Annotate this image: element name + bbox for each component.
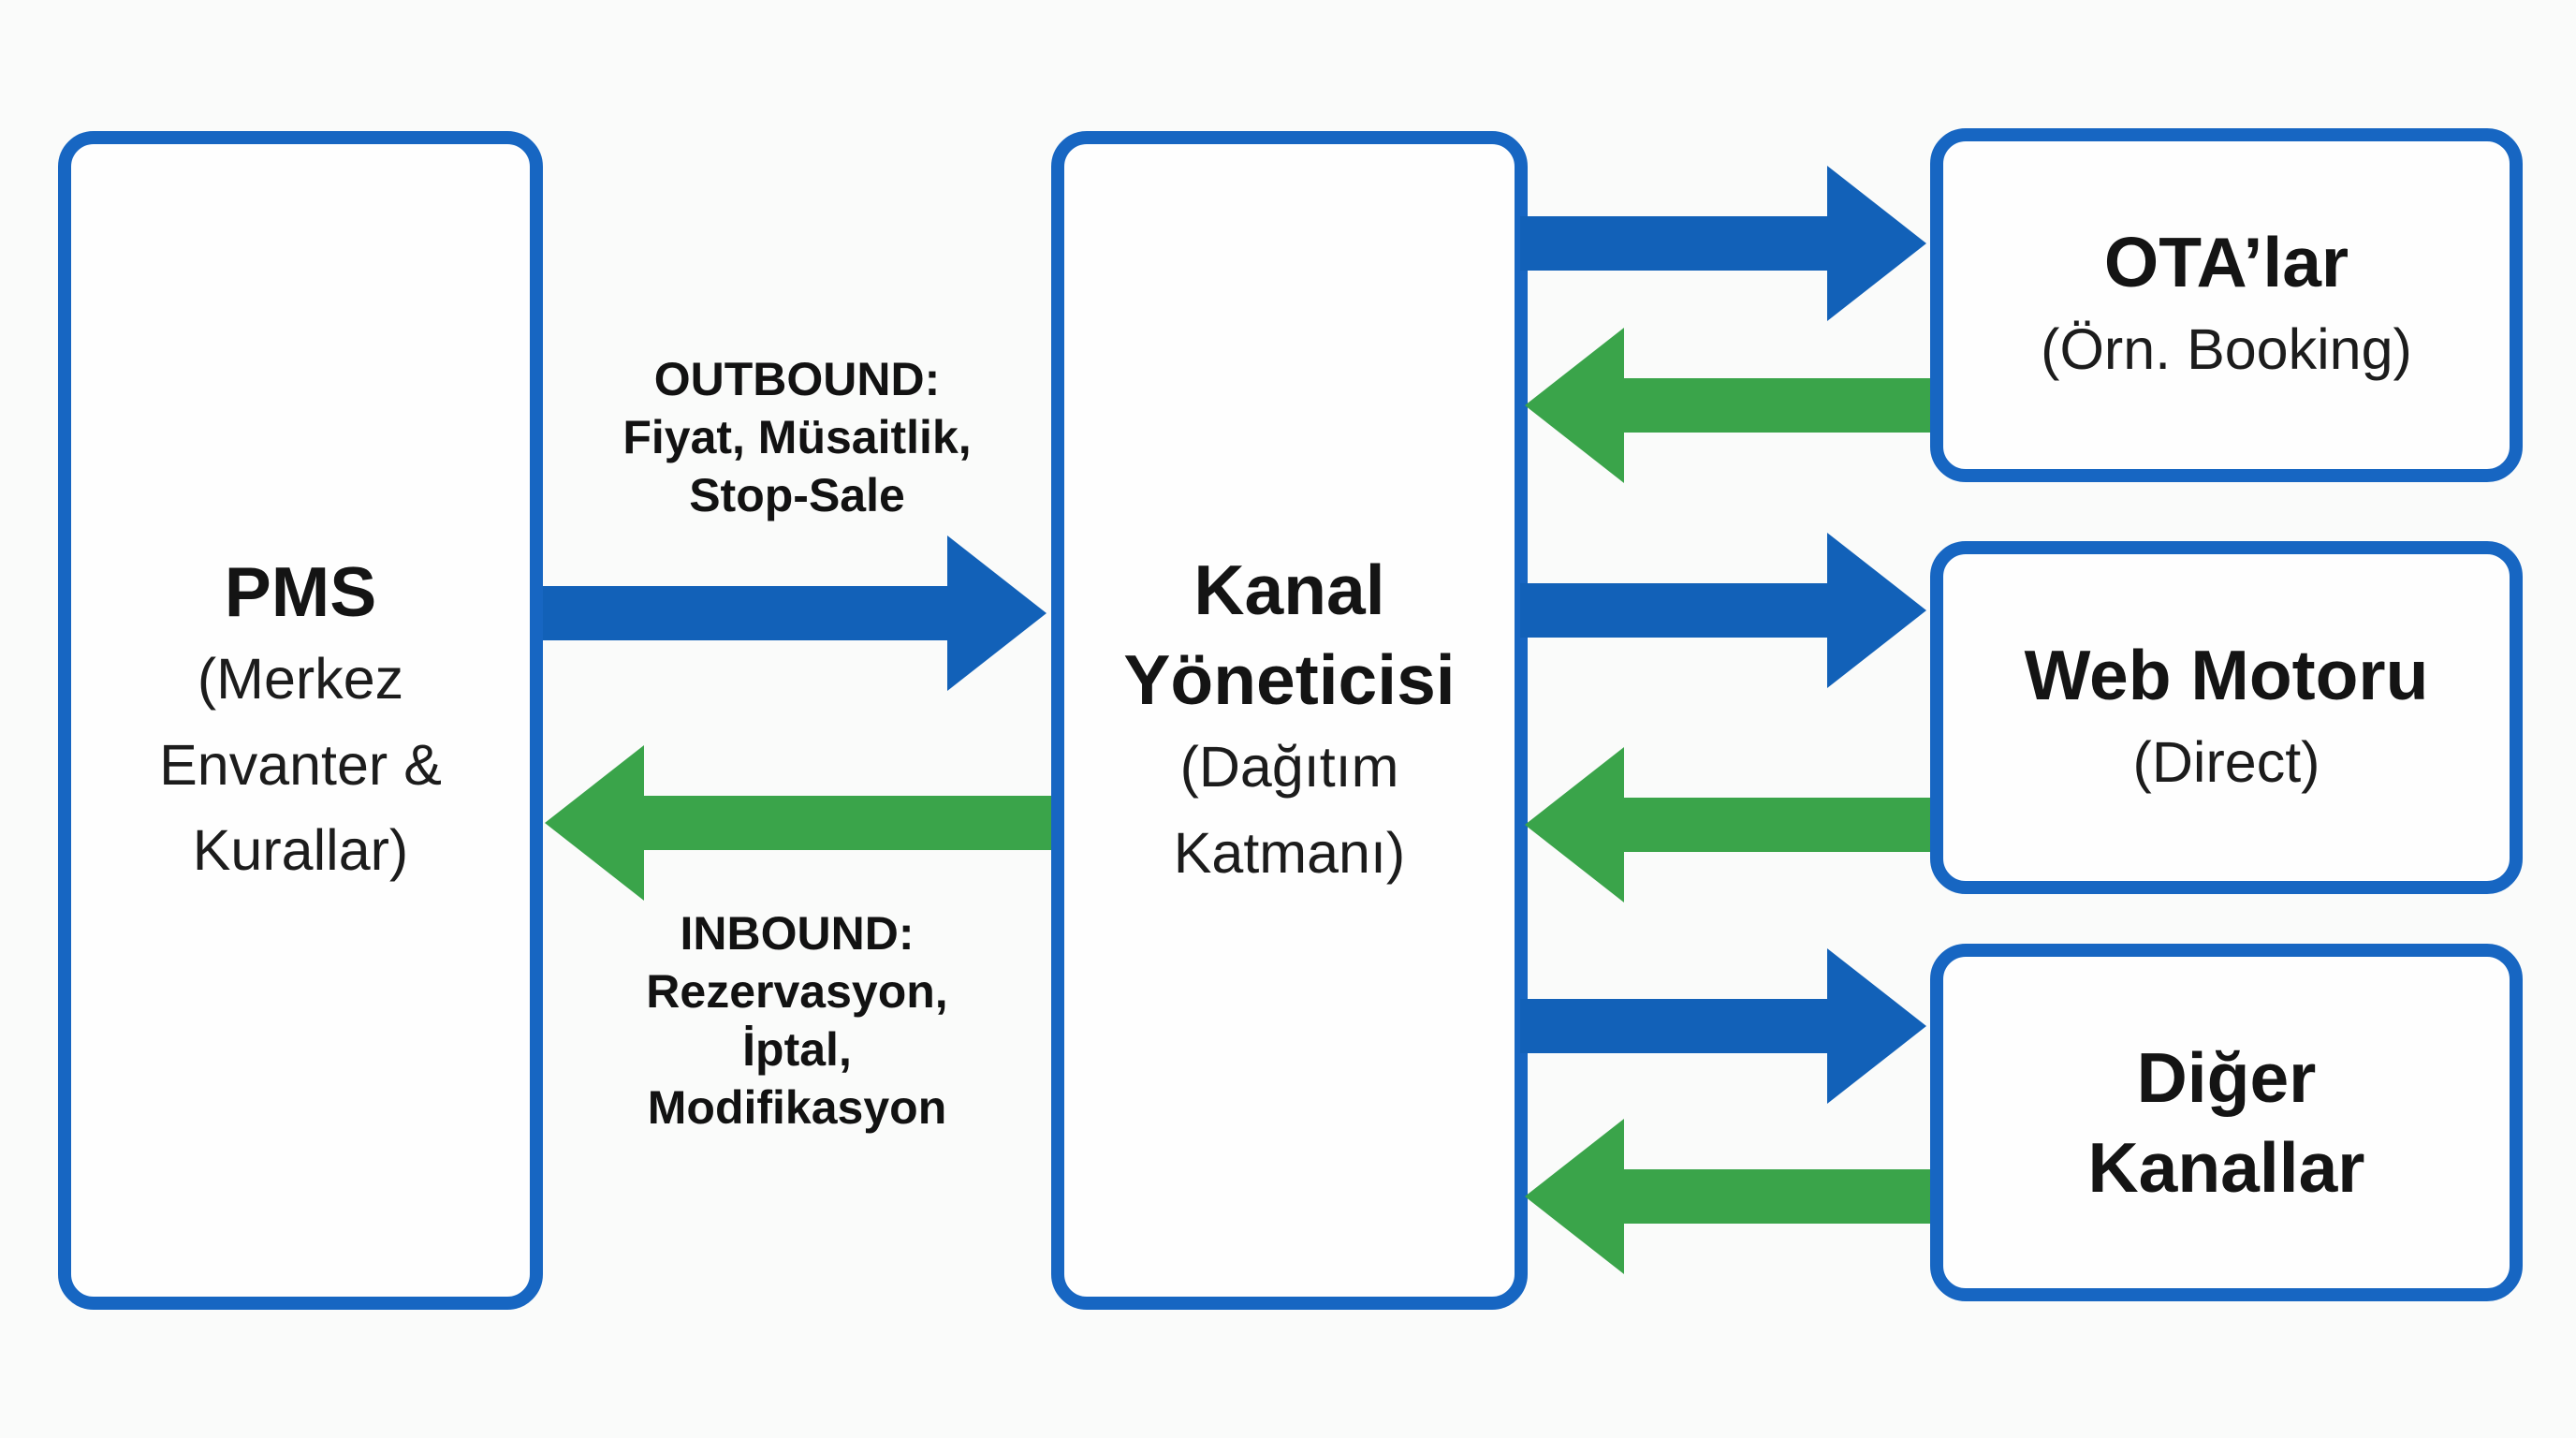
- arrow-shaft: [1520, 583, 1827, 638]
- channel-manager-subtitle: (Dağıtım Katmanı): [1173, 735, 1406, 885]
- node-pms: PMS (Merkez Envanter & Kurallar): [58, 131, 543, 1310]
- ota-subtitle: (Örn. Booking): [2041, 317, 2412, 382]
- arrowhead-left-icon: [1525, 747, 1624, 902]
- web-engine-subtitle: (Direct): [2132, 729, 2320, 794]
- arrowhead-left-icon: [1525, 1119, 1624, 1274]
- node-web-engine: Web Motoru (Direct): [1930, 541, 2523, 894]
- other-channels-title: Diğer Kanallar: [2087, 1038, 2365, 1207]
- ota-title: OTA’lar: [2103, 223, 2349, 302]
- node-channel-manager: Kanal Yöneticisi (Dağıtım Katmanı): [1051, 131, 1528, 1310]
- node-other-channels: Diğer Kanallar: [1930, 944, 2523, 1301]
- arrowhead-right-icon: [1827, 533, 1926, 688]
- outbound-label: OUTBOUND: Fiyat, Müsaitlik, Stop-Sale: [622, 353, 972, 521]
- arrow-shaft: [1624, 378, 1930, 433]
- arrow-shaft: [1624, 798, 1930, 852]
- node-ota: OTA’lar (Örn. Booking): [1930, 128, 2523, 482]
- arrowhead-right-icon: [947, 536, 1046, 691]
- pms-subtitle: (Merkez Envanter & Kurallar): [159, 647, 442, 883]
- arrow-shaft: [543, 586, 947, 640]
- channel-manager-title: Kanal Yöneticisi: [1123, 550, 1456, 719]
- arrowhead-right-icon: [1827, 166, 1926, 321]
- web-engine-title: Web Motoru: [2024, 635, 2429, 714]
- pms-title: PMS: [224, 552, 377, 632]
- arrow-shaft: [1520, 216, 1827, 271]
- arrowhead-right-icon: [1827, 948, 1926, 1104]
- arrow-shaft: [644, 796, 1051, 850]
- arrowhead-left-icon: [545, 745, 644, 901]
- arrow-shaft: [1624, 1169, 1930, 1224]
- arrow-shaft: [1520, 999, 1827, 1053]
- arrowhead-left-icon: [1525, 328, 1624, 483]
- inbound-label: INBOUND: Rezervasyon, İptal, Modifikasyo…: [646, 907, 948, 1134]
